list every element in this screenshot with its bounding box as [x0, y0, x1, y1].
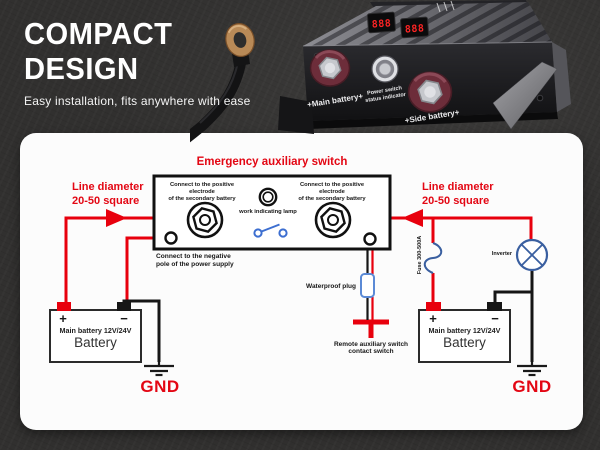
led-digits-left: 888 — [371, 18, 391, 30]
power-switch-label-line1: Power switch — [367, 85, 403, 97]
negative-terminal-circle — [164, 231, 178, 245]
battery-right-neg-post — [487, 302, 502, 311]
page-title-line2: DESIGN — [24, 51, 139, 86]
device-bottom-lip — [308, 112, 558, 129]
header: COMPACT DESIGN Easy installation, fits a… — [24, 16, 251, 108]
battery-right-pos-post — [426, 302, 441, 311]
connect-negative-label: Connect to the negative pole of the powe… — [156, 253, 234, 268]
flow-arrow-right-icon — [402, 209, 423, 227]
wire-battery-neg-right — [493, 290, 532, 304]
mounting-bracket-right — [492, 61, 558, 130]
line-diameter-label-right: Line diameter 20-50 square — [422, 181, 494, 207]
cable-highlight — [199, 61, 239, 124]
battery-left-minus: − — [120, 311, 128, 326]
battery-right-plus: + — [429, 311, 437, 326]
remote-terminal-circle — [363, 232, 377, 246]
battery-left-neg-post — [117, 302, 131, 311]
battery-left-name: Battery — [74, 335, 117, 350]
mounting-bracket-left — [278, 96, 314, 134]
inverter-label: Inverter — [491, 251, 512, 257]
work-lamp-label: work indicating lamp — [239, 209, 297, 215]
battery-cable — [190, 56, 247, 143]
fuse-label: Fuse 300-500A — [417, 235, 423, 275]
diagram-title: Emergency auxiliary switch — [196, 156, 348, 168]
battery-right — [418, 309, 511, 363]
screw-icon — [536, 94, 544, 102]
power-button-icon — [371, 55, 399, 83]
gnd-label-right: GND — [512, 377, 552, 396]
remote-switch-label: Remote auxiliary switch contact switch — [333, 341, 409, 356]
work-lamp-icon — [258, 187, 278, 207]
device-right-side — [552, 42, 571, 112]
gnd-label-left: GND — [140, 377, 180, 396]
main-battery-terminal — [309, 49, 351, 87]
waterproof-plug-icon — [360, 273, 375, 298]
inverter-icon — [515, 238, 549, 272]
switch-contacts-icon — [253, 223, 288, 238]
battery-left-type: Main battery 12V/24V — [59, 326, 132, 335]
battery-right-type: Main battery 12V/24V — [428, 326, 501, 335]
page-title-line1: COMPACT — [24, 16, 173, 51]
battery-left-plus: + — [59, 311, 67, 326]
battery-left — [49, 309, 142, 363]
fuse-icon — [423, 242, 443, 274]
battery-left-pos-post — [57, 302, 71, 311]
led-display-left: 888 — [366, 11, 396, 34]
battery-right-name: Battery — [443, 335, 486, 350]
isolator-device: 888 888 — [190, 0, 571, 143]
connect-positive-label-left: Connect to the positive electrode of the… — [168, 182, 236, 202]
terminal-nut-left — [186, 201, 224, 239]
battery-right-minus: − — [491, 311, 499, 326]
flow-arrow-left-icon — [106, 209, 127, 227]
led-display-right: 888 — [400, 16, 430, 39]
ring-terminal-icon — [225, 23, 255, 57]
led-digits-right: 888 — [405, 23, 425, 35]
side-battery-terminal — [407, 71, 453, 113]
terminal-nut-right — [314, 201, 352, 239]
ground-symbol-left — [144, 362, 174, 377]
line-diameter-label-left: Line diameter 20-50 square — [72, 181, 144, 207]
top-edge-highlight — [302, 41, 553, 47]
waterproof-plug-label: Waterproof plug — [306, 283, 356, 290]
product-photo: 888 888 — [190, 0, 571, 143]
top-face-markings — [436, 0, 455, 13]
ground-symbol-right — [517, 362, 547, 377]
connect-positive-label-right: Connect to the positive electrode of the… — [298, 182, 366, 202]
page-subtitle: Easy installation, fits anywhere with ea… — [24, 94, 251, 108]
